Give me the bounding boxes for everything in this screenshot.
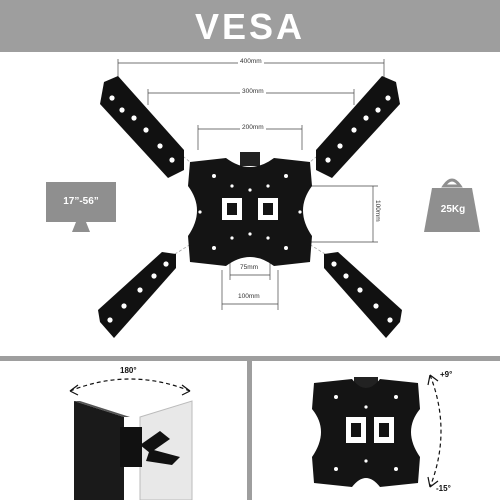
header-banner: VESA — [0, 0, 500, 52]
dimension-100: 100mm — [236, 293, 262, 300]
dimension-400: 400mm — [238, 58, 264, 65]
tilt-up-label: +9° — [440, 370, 453, 379]
wall-plate — [188, 152, 312, 266]
screen-size-label: 17”-56” — [63, 196, 99, 207]
mounting-arm-bottom-right — [324, 252, 402, 338]
weight-icon — [424, 178, 480, 232]
mounting-arm-bottom-left — [98, 252, 176, 338]
page-title: VESA — [194, 6, 306, 47]
tv-icon — [46, 182, 116, 232]
tilt-illustration — [312, 374, 442, 488]
mounting-arm-top-right — [316, 76, 400, 178]
swivel-illustration — [69, 378, 193, 500]
mount-diagram — [46, 59, 480, 338]
dimension-200: 200mm — [240, 124, 266, 131]
swivel-angle-label: 180° — [120, 366, 137, 375]
dimension-300: 300mm — [240, 88, 266, 95]
dimension-100-vertical: 100mm — [374, 200, 381, 222]
dimension-75: 75mm — [238, 264, 261, 271]
mounting-arm-top-left — [100, 76, 184, 178]
section-divider-vertical — [247, 361, 252, 500]
max-load-label: 25Kg — [440, 204, 466, 215]
section-divider-horizontal — [0, 356, 500, 361]
tilt-down-label: -15° — [436, 484, 451, 493]
